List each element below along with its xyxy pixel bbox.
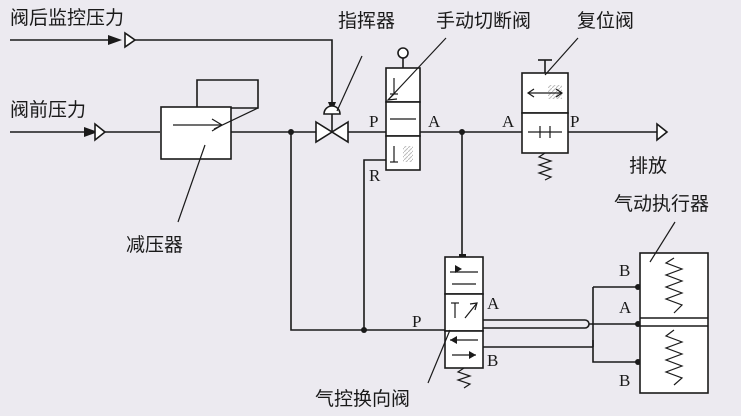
pressure-reducer: [160, 79, 259, 223]
port-directional-b: B: [487, 351, 498, 370]
bypass-line: [290, 132, 448, 331]
pilot-valve: [315, 55, 363, 144]
manual-shutoff-valve: [363, 37, 447, 330]
label-reset-valve: 复位阀: [577, 10, 634, 32]
actuator-lines: [483, 284, 641, 365]
port-manual-a: A: [428, 112, 441, 131]
port-manual-p: P: [369, 112, 378, 131]
upstream-pressure-line: [10, 122, 160, 142]
label-directional-valve: 气控换向阀: [315, 388, 410, 410]
port-directional-a: A: [487, 294, 500, 313]
label-pneumatic-actuator: 气动执行器: [614, 193, 709, 215]
port-reset-p: P: [570, 112, 579, 131]
label-upstream-pressure: 阀前压力: [10, 99, 86, 121]
label-downstream-monitor-pressure: 阀后监控压力: [10, 7, 124, 29]
label-exhaust: 排放: [629, 155, 667, 177]
port-actuator-b-top: B: [619, 261, 630, 280]
port-directional-p: P: [412, 312, 421, 331]
directional-valve: [427, 254, 484, 389]
label-pressure-reducer: 减压器: [126, 234, 183, 256]
reset-valve: [521, 37, 579, 181]
pneumatic-actuator: [639, 221, 709, 394]
label-manual-shutoff-valve: 手动切断阀: [436, 10, 531, 32]
port-reset-a: A: [502, 112, 515, 131]
label-pilot: 指挥器: [338, 10, 395, 32]
junction-dot-r: [361, 327, 367, 333]
port-actuator-b-bottom: B: [619, 371, 630, 390]
exhaust-arrow: [656, 122, 669, 142]
port-manual-r: R: [369, 166, 381, 185]
port-actuator-a: A: [619, 298, 632, 317]
